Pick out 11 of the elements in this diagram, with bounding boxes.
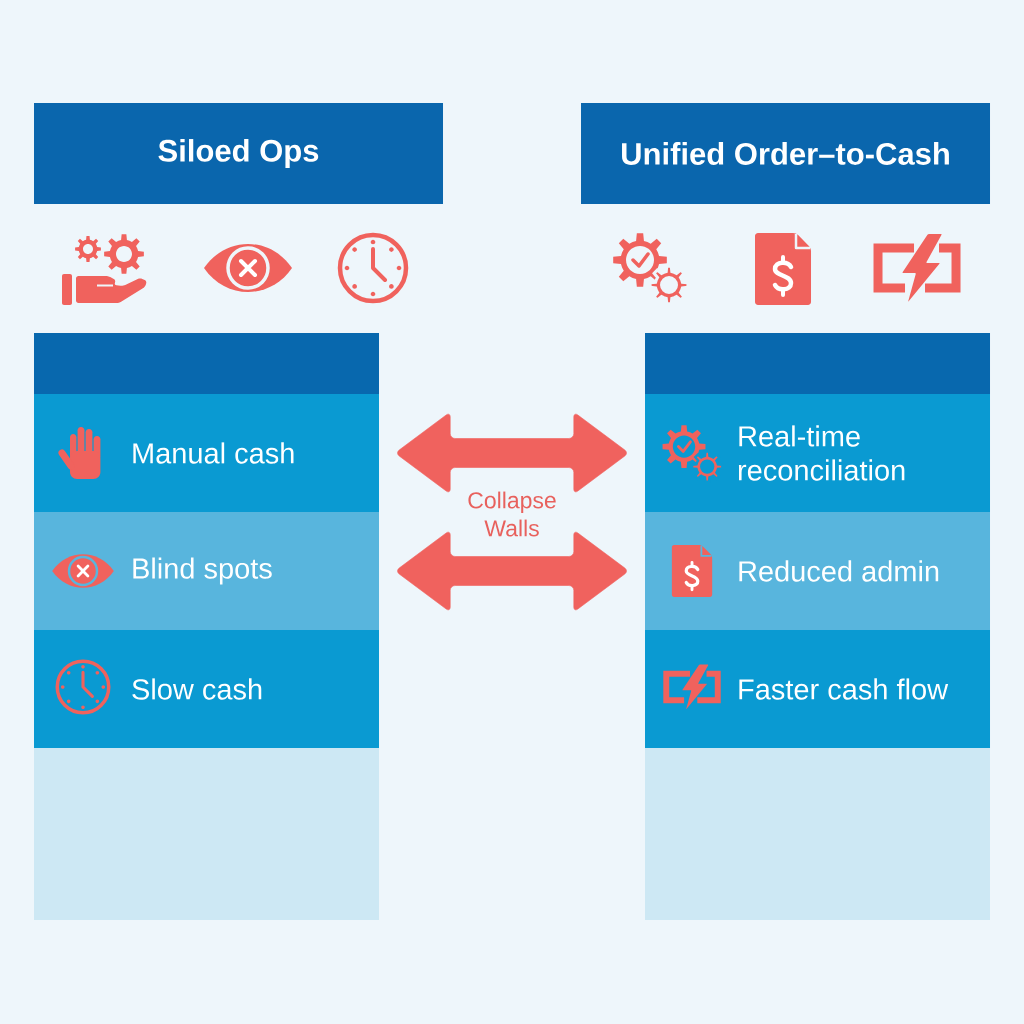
double-arrow [397,531,627,611]
double-arrow [397,413,627,493]
header-box: Unified Order–to-Cash [581,103,990,204]
list-row: Faster cash flow [645,630,990,748]
list-row: Blind spots [34,512,379,630]
arrow-caption: Collapse Walls [468,491,556,537]
list-row: Slow cash [34,630,379,748]
header-box: Siloed Ops [34,103,443,204]
list-row: Real-time reconciliation [645,394,990,512]
list-row: Reduced admin [645,512,990,630]
list-row: Manual cash [34,394,379,512]
